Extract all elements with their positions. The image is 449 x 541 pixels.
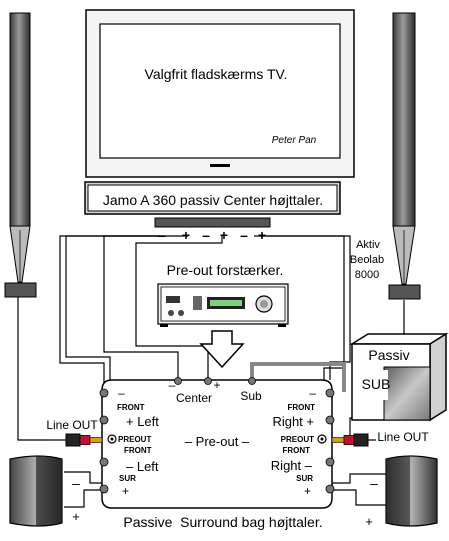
tv-label: Valgfrit fladskærms TV. bbox=[145, 66, 288, 82]
panel-center-plus: + bbox=[213, 378, 220, 392]
wires bbox=[17, 235, 405, 508]
active-speaker-line1: Aktiv bbox=[356, 239, 380, 251]
center-speaker: Jamo A 360 passiv Center højttaler. – + … bbox=[84, 181, 341, 243]
line-out-left-label: Line OUT bbox=[46, 418, 98, 432]
passive-sub: Passiv SUB bbox=[349, 332, 449, 422]
panel-right-front-tag: FRONT bbox=[287, 403, 315, 412]
sub-line2: SUB bbox=[362, 376, 391, 392]
preamp-label: Pre-out forstærker. bbox=[167, 262, 284, 278]
right-surround-plus: + bbox=[365, 514, 373, 529]
rca-plug-left bbox=[52, 433, 103, 447]
panel-right-front-label: Right + bbox=[272, 414, 314, 429]
sub-cable bbox=[250, 362, 346, 392]
center-terminal-6: + bbox=[258, 227, 266, 243]
preamp-unit bbox=[157, 283, 289, 327]
tv-signature: Peter Pan bbox=[272, 135, 317, 146]
panel-left-front-minus: – bbox=[118, 386, 125, 400]
panel-sub-label: Sub bbox=[240, 389, 262, 403]
panel-left-front-label: + Left bbox=[126, 414, 159, 429]
panel-left-sur-label: – Left bbox=[126, 459, 159, 474]
amp-rear-panel: – + Center Sub – FRONT + Left PREOUT FRO… bbox=[99, 377, 335, 509]
flatscreen-tv: Valgfrit fladskærms TV. Peter Pan bbox=[85, 9, 355, 178]
surround-caption: Passive Surround bag højttaler. bbox=[123, 514, 322, 530]
panel-left-preout-front: FRONT bbox=[124, 446, 152, 455]
panel-left-sur-tag: SUR bbox=[119, 474, 136, 483]
rca-plug-right bbox=[331, 433, 376, 447]
center-speaker-label: Jamo A 360 passiv Center højttaler. bbox=[103, 192, 323, 208]
panel-right-sur-label: Right – bbox=[271, 458, 313, 473]
panel-right-preout: PREOUT bbox=[281, 435, 314, 444]
down-arrow-icon bbox=[199, 330, 245, 369]
left-tower-speaker bbox=[4, 12, 37, 298]
panel-right-front-minus: – bbox=[309, 386, 316, 400]
panel-right-preout-front: FRONT bbox=[282, 446, 310, 455]
right-surround-minus: – bbox=[370, 475, 378, 491]
left-surround-speaker bbox=[9, 455, 63, 527]
panel-right-sur-plus: + bbox=[304, 484, 311, 498]
center-terminal-3: – bbox=[202, 227, 210, 243]
center-terminal-2: + bbox=[182, 227, 190, 243]
right-active-speaker bbox=[388, 12, 421, 300]
panel-left-front-tag: FRONT bbox=[117, 403, 145, 412]
panel-right-sur-tag: SUR bbox=[296, 474, 313, 483]
right-surround-speaker bbox=[385, 455, 438, 527]
panel-preout-center: – Pre-out – bbox=[185, 434, 250, 449]
panel-left-sur-plus: + bbox=[122, 484, 129, 498]
panel-center-label: Center bbox=[176, 391, 212, 405]
active-speaker-line3: 8000 bbox=[355, 269, 379, 281]
panel-left-preout: PREOUT bbox=[118, 435, 151, 444]
sub-line1: Passiv bbox=[368, 347, 409, 363]
panel-center-minus: – bbox=[169, 378, 176, 392]
left-surround-plus: + bbox=[72, 509, 80, 524]
center-terminal-5: – bbox=[240, 227, 248, 243]
left-surround-minus: – bbox=[72, 475, 80, 491]
line-out-right-label: Line OUT bbox=[377, 430, 429, 444]
active-speaker-line2: Beolab bbox=[350, 254, 384, 266]
center-terminal-1: – bbox=[158, 227, 166, 243]
center-terminal-4: + bbox=[220, 227, 228, 243]
